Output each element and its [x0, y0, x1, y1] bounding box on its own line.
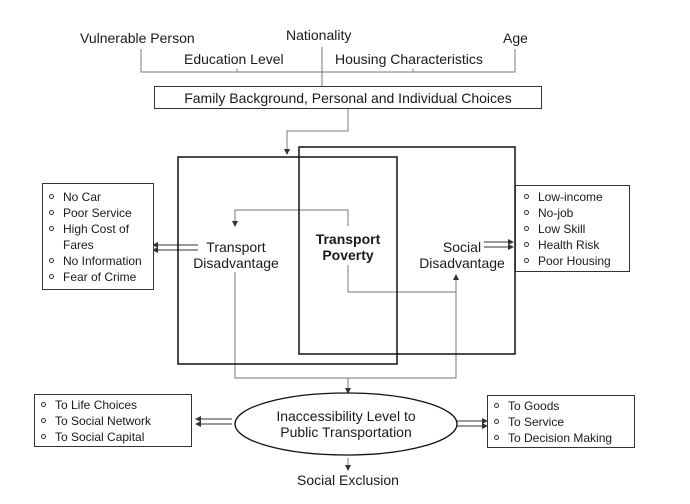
list-item-text: No-job: [538, 206, 574, 220]
inaccessibility-line2: Public Transportation: [280, 424, 412, 440]
factor-vulnerable-person: Vulnerable Person: [80, 30, 195, 46]
list-item-text: Health Risk: [538, 238, 600, 252]
list-item-text: Low Skill: [538, 222, 586, 236]
list-item: Poor Service: [47, 205, 142, 221]
list-item-text: To Decision Making: [508, 431, 613, 445]
list-item-text: No Car: [63, 190, 102, 204]
bullet-icon: [524, 210, 529, 215]
social-factors-list: Low-income No-job Low Skill Health Risk …: [522, 189, 611, 269]
bracket-vulnerable-nationality: [140, 47, 323, 73]
list-item: To Social Network: [39, 413, 151, 429]
left-outcomes-box: To Life Choices To Social Network To Soc…: [34, 394, 192, 447]
bullet-icon: [524, 194, 529, 199]
list-item: To Goods: [492, 398, 612, 414]
factor-education-level: Education Level: [184, 51, 284, 67]
inaccessibility-label: Inaccessibility Level to Public Transpor…: [246, 408, 446, 440]
transport-factors-list: No Car Poor Service High Cost of Fares N…: [47, 189, 142, 285]
bullet-icon: [49, 258, 54, 263]
social-disadvantage-line2: Disadvantage: [419, 255, 505, 271]
inaccessibility-ellipse: [234, 392, 458, 456]
factor-age: Age: [503, 30, 528, 46]
family-background-label: Family Background, Personal and Individu…: [184, 90, 512, 106]
transport-factors-box: No Car Poor Service High Cost of Fares N…: [42, 183, 154, 290]
list-item: Low-income: [522, 189, 611, 205]
transport-poverty-line1: Transport: [315, 231, 381, 247]
bullet-icon: [494, 419, 499, 424]
bullet-icon: [41, 402, 46, 407]
bullet-icon: [524, 242, 529, 247]
list-item: To Social Capital: [39, 429, 151, 445]
right-outcomes-box: To Goods To Service To Decision Making: [487, 395, 635, 448]
line-poverty-to-transport: [232, 209, 349, 227]
social-disadvantage-line1: Social: [442, 239, 482, 255]
social-exclusion-label: Social Exclusion: [297, 472, 399, 488]
bullet-icon: [524, 226, 529, 231]
bullet-icon: [49, 210, 54, 215]
transport-disadvantage-frame: [177, 156, 398, 365]
bullet-icon: [49, 226, 54, 231]
factor-nationality: Nationality: [286, 27, 352, 43]
line-poverty-to-social: [347, 265, 459, 293]
list-item: Low Skill: [522, 221, 611, 237]
list-item-text: To Service: [508, 415, 565, 429]
social-factors-box: Low-income No-job Low Skill Health Risk …: [515, 185, 630, 272]
list-item-text: Poor Housing: [538, 254, 611, 268]
transport-poverty-line2: Poverty: [322, 247, 374, 263]
bullet-icon: [49, 194, 54, 199]
bullet-icon: [494, 403, 499, 408]
factor-housing-characteristics: Housing Characteristics: [335, 51, 483, 67]
list-item: To Life Choices: [39, 397, 151, 413]
inaccessibility-line1: Inaccessibility Level to: [276, 408, 416, 424]
list-item-text: High Cost of: [63, 222, 130, 236]
line-social-down: [348, 292, 457, 379]
list-item-text: To Social Network: [55, 414, 152, 428]
line-family-to-boxes: [284, 109, 349, 155]
list-item-text: Fear of Crime: [63, 270, 137, 284]
transport-disadvantage-line1: Transport: [206, 239, 266, 255]
list-item: No-job: [522, 205, 611, 221]
list-item: To Decision Making: [492, 430, 612, 446]
list-item-text: To Life Choices: [55, 398, 138, 412]
list-item-text: No Information: [63, 254, 142, 268]
bullet-icon: [524, 258, 529, 263]
list-item: To Service: [492, 414, 612, 430]
bullet-icon: [494, 435, 499, 440]
list-item: No Information: [47, 253, 142, 269]
list-item-text: Low-income: [538, 190, 603, 204]
list-item: Fear of Crime: [47, 269, 142, 285]
family-background-box: Family Background, Personal and Individu…: [154, 86, 542, 109]
bracket-nationality-age: [322, 49, 516, 73]
social-disadvantage-label: Social Disadvantage: [412, 239, 512, 271]
list-item: Fares: [47, 237, 142, 253]
transport-poverty-label: Transport Poverty: [300, 231, 396, 263]
list-item-text: To Social Capital: [55, 430, 145, 444]
list-item: Health Risk: [522, 237, 611, 253]
bullet-icon: [41, 434, 46, 439]
list-item: No Car: [47, 189, 142, 205]
list-item-text: Fares: [63, 238, 94, 252]
line-transport-down: [234, 272, 348, 379]
right-outcomes-list: To Goods To Service To Decision Making: [492, 398, 612, 446]
list-item: High Cost of: [47, 221, 142, 237]
transport-disadvantage-label: Transport Disadvantage: [188, 239, 284, 271]
bullet-icon: [41, 418, 46, 423]
list-item-text: Poor Service: [63, 206, 132, 220]
left-outcomes-list: To Life Choices To Social Network To Soc…: [39, 397, 151, 445]
list-item-text: To Goods: [508, 399, 560, 413]
transport-disadvantage-line2: Disadvantage: [193, 255, 279, 271]
list-item: Poor Housing: [522, 253, 611, 269]
bullet-icon: [49, 274, 54, 279]
